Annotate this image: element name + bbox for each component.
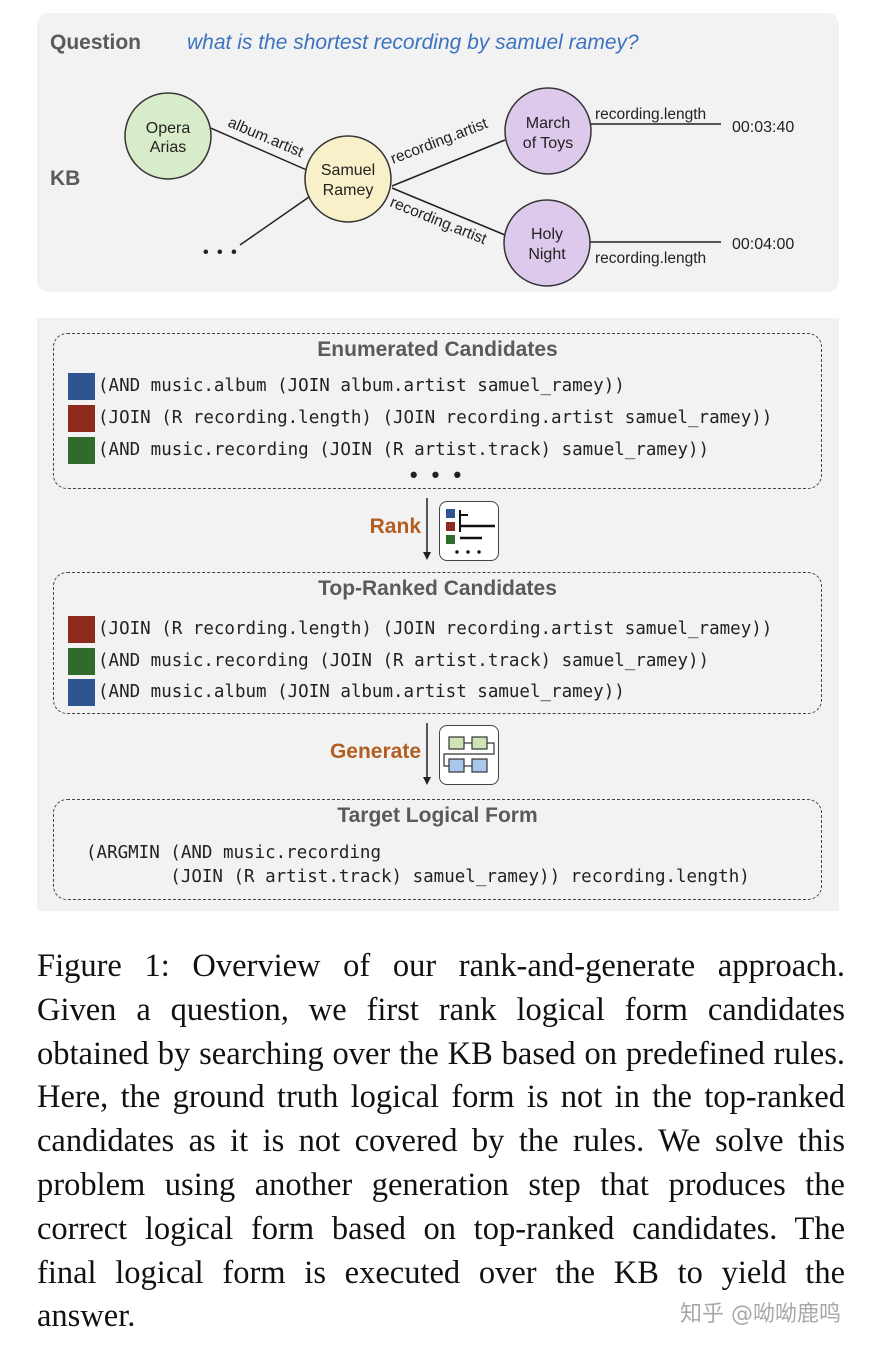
- enumerated-title: Enumerated Candidates: [317, 338, 558, 361]
- kb-ellipsis: • • •: [203, 244, 239, 261]
- kb-graph: Opera Arias Samuel Ramey March of Toys H…: [124, 87, 794, 287]
- generate-arrow: [423, 723, 431, 785]
- edge-label-album-artist: album.artist: [225, 114, 306, 161]
- node-label: Arias: [150, 139, 186, 156]
- value-holy-length: 00:04:00: [732, 236, 794, 253]
- candidate-text: (AND music.recording (JOIN (R artist.tra…: [98, 440, 710, 460]
- node-holy-night: [503, 199, 591, 287]
- edge-label-recording-artist-top: recording.artist: [388, 115, 490, 168]
- target-logical-form-box: Target Logical Form (ARGMIN (AND music.r…: [53, 799, 822, 900]
- rank-label: Rank: [369, 515, 421, 538]
- red-swatch: [68, 615, 95, 643]
- candidate-text: (JOIN (R recording.length) (JOIN recordi…: [98, 408, 773, 428]
- kb-panel: Opera Arias Samuel Ramey March of Toys H…: [37, 13, 839, 292]
- green-swatch: [68, 436, 95, 464]
- pipeline-panel: Enumerated Candidates (AND music.album (…: [37, 318, 839, 911]
- candidate-row: (AND music.recording (JOIN (R artist.tra…: [68, 436, 709, 464]
- edge-label-recording-length-top: recording.length: [595, 106, 706, 123]
- blue-swatch: [68, 372, 95, 400]
- question-label: Question: [50, 31, 142, 54]
- value-march-length: 00:03:40: [732, 119, 794, 136]
- node-samuel-ramey: [304, 135, 392, 223]
- target-title: Target Logical Form: [337, 804, 538, 827]
- candidate-row: (AND music.album (JOIN album.artist samu…: [68, 372, 625, 400]
- generate-icon: [439, 725, 499, 785]
- green-swatch: [68, 647, 95, 675]
- node-label: Ramey: [323, 182, 374, 199]
- top-ranked-title: Top-Ranked Candidates: [318, 577, 557, 600]
- question-text: what is the shortest recording by samuel…: [187, 31, 639, 54]
- watermark: 知乎 @呦呦鹿鸣: [680, 1302, 841, 1327]
- node-march-of-toys: [504, 87, 592, 175]
- generate-label: Generate: [329, 740, 421, 763]
- edge-more-line: [239, 196, 310, 246]
- node-label: Samuel: [321, 162, 375, 179]
- edge-album-artist-line: [205, 125, 310, 172]
- rank-list-icon: [439, 501, 499, 561]
- candidate-text: (AND music.album (JOIN album.artist samu…: [98, 376, 625, 396]
- enumerated-candidates-box: Enumerated Candidates (AND music.album (…: [53, 333, 822, 489]
- node-label: March: [526, 115, 570, 132]
- kb-label: KB: [50, 167, 81, 190]
- candidates-ellipsis: • • •: [409, 462, 466, 487]
- candidate-row: (AND music.album (JOIN album.artist samu…: [68, 678, 625, 706]
- rank-arrow: [423, 498, 431, 560]
- node-label: Holy: [531, 226, 563, 243]
- candidate-text: (JOIN (R recording.length) (JOIN recordi…: [98, 619, 773, 639]
- target-lf-line1: (ARGMIN (AND music.recording: [86, 843, 382, 863]
- blue-swatch: [68, 678, 95, 706]
- top-ranked-candidates-box: Top-Ranked Candidates (JOIN (R recording…: [53, 572, 822, 714]
- node-label: Night: [528, 246, 566, 263]
- candidate-row: (AND music.recording (JOIN (R artist.tra…: [68, 647, 709, 675]
- edge-recording-artist-top-line: [391, 139, 506, 187]
- target-lf-line2: (JOIN (R artist.track) samuel_ramey)) re…: [86, 867, 750, 887]
- candidate-row: (JOIN (R recording.length) (JOIN recordi…: [68, 615, 772, 643]
- edge-label-recording-length-bottom: recording.length: [595, 250, 706, 267]
- edge-recording-artist-bottom-line: [391, 187, 506, 236]
- red-swatch: [68, 404, 95, 432]
- candidate-text: (AND music.recording (JOIN (R artist.tra…: [98, 651, 710, 671]
- figure-caption: Figure 1: Overview of our rank-and-gener…: [37, 948, 845, 1335]
- candidate-row: (JOIN (R recording.length) (JOIN recordi…: [68, 404, 772, 432]
- node-opera-arias: [124, 92, 212, 180]
- node-label: of Toys: [523, 135, 573, 152]
- candidate-text: (AND music.album (JOIN album.artist samu…: [98, 682, 625, 702]
- node-label: Opera: [146, 120, 191, 137]
- edge-label-recording-artist-bottom: recording.artist: [388, 194, 490, 248]
